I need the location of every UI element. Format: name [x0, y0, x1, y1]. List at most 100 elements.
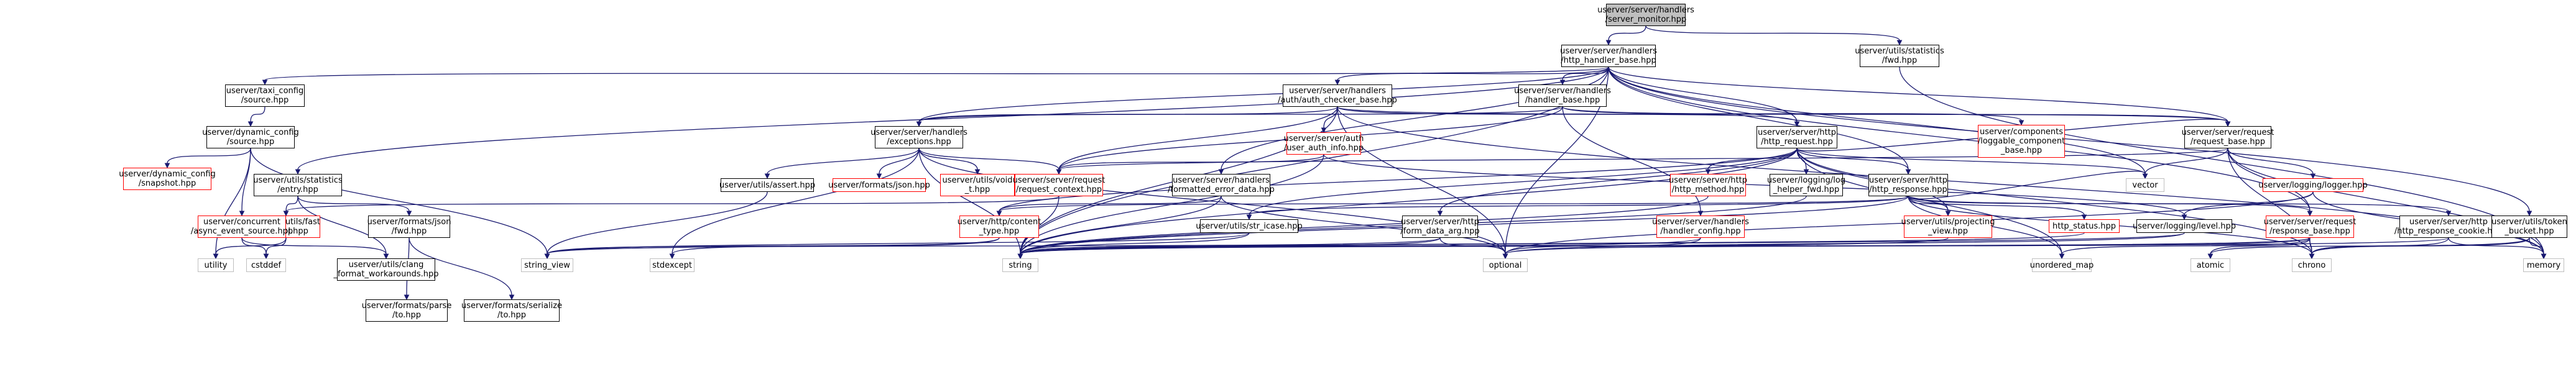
edge-token_bucket-to-atomic: [2210, 237, 2530, 255]
node-label: userver/server/handlers /exceptions.hpp: [870, 128, 967, 147]
edge-http_handler_base-to-exceptions: [918, 66, 1609, 122]
edge-http_response-to-http_status: [1908, 196, 2085, 216]
node-http-request[interactable]: userver/server/http /http_request.hpp: [1757, 126, 1837, 148]
edge-arrowhead: [974, 169, 981, 175]
edge-dyn_source-to-string_view: [250, 148, 548, 255]
node-handler-base[interactable]: userver/server/handlers /handler_base.hp…: [1514, 84, 1611, 107]
node-label: unordered_map: [2029, 260, 2094, 270]
edge-exceptions-to-stdexcept: [672, 148, 920, 255]
node-http-response[interactable]: userver/server/http /http_response.hpp: [1868, 174, 1948, 196]
node-fwd[interactable]: userver/utils/statistics /fwd.hpp: [1855, 45, 1944, 67]
node-stat-entry[interactable]: userver/utils/statistics /entry.hpp: [253, 174, 343, 196]
node-label: userver/server/http /http_response_cooki…: [2394, 217, 2503, 236]
node-root: userver/server/handlers /server_monitor.…: [1597, 4, 1694, 26]
edge-handler_base-to-exceptions: [918, 106, 1563, 122]
edge-http_handler_base-to-handler_base: [1562, 66, 1609, 81]
edge-http_request-to-str_icase: [1249, 148, 1798, 216]
node-vector: vector: [2126, 178, 2164, 192]
node-label: userver/server/handlers /handler_base.hp…: [1514, 86, 1611, 105]
node-exceptions[interactable]: userver/server/handlers /exceptions.hpp: [870, 126, 967, 148]
edge-arrowhead: [544, 253, 550, 260]
node-log-level[interactable]: userver/logging/level.hpp: [2133, 219, 2236, 233]
node-form-data-arg[interactable]: userver/server/http /form_data_arg.hpp: [1400, 216, 1480, 238]
node-token-bucket[interactable]: userver/utils/token _bucket.hpp: [2491, 216, 2567, 238]
node-label: vector: [2132, 180, 2158, 190]
node-formatted-error[interactable]: userver/server/handlers /formatted_error…: [1168, 174, 1275, 196]
node-label: userver/formats/parse /to.hpp: [361, 301, 452, 320]
node-label: userver/server/http /http_method.hpp: [1669, 176, 1747, 194]
edge-arrowhead: [2181, 214, 2187, 220]
node-async-event-source: userver/concurrent /async_event_source.h…: [191, 216, 293, 238]
node-content-type: userver/http/content _type.hpp: [958, 216, 1041, 238]
edge-http_response-to-response_cookie: [1908, 196, 2449, 212]
edge-arrowhead: [1803, 169, 1809, 175]
node-stdexcept: stdexcept: [650, 258, 695, 272]
edge-arrowhead: [2207, 253, 2214, 260]
node-user-auth-info: userver/server/auth /user_auth_info.hpp: [1284, 132, 1364, 155]
edge-http_request-to-content_type: [999, 148, 1798, 212]
node-label: userver/server/handlers /server_monitor.…: [1597, 6, 1694, 24]
edge-arrowhead: [2309, 253, 2315, 260]
edge-arrowhead: [262, 79, 268, 86]
edge-stat_entry-to-fast_pimpl: [285, 196, 298, 212]
edge-utils_assert-to-string_view: [547, 191, 768, 255]
edge-form_data_arg-to-string_view: [547, 237, 1441, 255]
edge-arrowhead: [164, 163, 170, 169]
edge-request_base-to-request_context: [1058, 148, 2228, 170]
edge-arrowhead: [283, 211, 289, 217]
node-clang-fmt[interactable]: userver/utils/clang _format_workarounds.…: [334, 258, 438, 281]
node-dyn-source[interactable]: userver/dynamic_config /source.hpp: [202, 126, 299, 148]
node-http-handler-base[interactable]: userver/server/handlers /http_handler_ba…: [1560, 45, 1657, 67]
node-chrono: chrono: [2292, 258, 2332, 272]
node-utils-assert[interactable]: userver/utils/assert.hpp: [719, 178, 815, 192]
node-label: userver/utils/void _t.hpp: [942, 176, 1013, 194]
node-label: userver/concurrent /async_event_source.h…: [190, 217, 293, 236]
node-label: userver/dynamic_config /snapshot.hpp: [119, 170, 216, 188]
node-formats-parse[interactable]: userver/formats/parse /to.hpp: [362, 299, 451, 322]
node-auth-checker-base[interactable]: userver/server/handlers /auth/auth_check…: [1278, 84, 1397, 107]
edge-http_request-to-http_response: [1796, 148, 1909, 170]
edge-exceptions-to-request_context: [918, 148, 1059, 170]
edge-http_handler_base-to-taxi_source: [264, 66, 1609, 81]
node-label: userver/taxi_config /source.hpp: [226, 86, 304, 105]
node-log-helper-fwd[interactable]: userver/logging/log _helper_fwd.hpp: [1767, 174, 1845, 196]
node-response-base: userver/server/request /response_base.hp…: [2264, 216, 2356, 238]
node-json-fwd[interactable]: userver/formats/json /fwd.hpp: [367, 216, 451, 238]
node-label: userver/utils/clang _format_workarounds.…: [333, 260, 439, 279]
node-http-status: http_status.hpp: [2049, 219, 2120, 233]
edge-exceptions-to-void_t: [918, 148, 978, 170]
node-label: userver/server/request /request_context.…: [1012, 176, 1106, 194]
edge-arrowhead: [1334, 79, 1341, 86]
edge-response_cookie-to-memory: [2448, 237, 2544, 255]
node-label: optional: [1489, 260, 1522, 270]
node-taxi-source[interactable]: userver/taxi_config /source.hpp: [225, 84, 305, 107]
node-string-view: string_view: [521, 258, 573, 272]
edge-arrowhead: [1896, 40, 1903, 46]
node-label: userver/utils/statistics /fwd.hpp: [1855, 47, 1944, 65]
edge-formatted_error-to-content_type: [999, 196, 1222, 212]
node-formats-serialize[interactable]: userver/formats/serialize /to.hpp: [461, 299, 562, 322]
edge-dyn_source-to-utility: [215, 148, 251, 255]
node-http-method: userver/server/http /http_method.hpp: [1669, 174, 1747, 196]
node-response-cookie[interactable]: userver/server/http /http_response_cooki…: [2394, 216, 2503, 238]
node-label: string: [1009, 260, 1032, 270]
edge-dyn_source-to-async_event_source: [241, 148, 251, 212]
edge-stat_entry-to-clang_fmt: [297, 196, 387, 255]
edge-arrowhead: [764, 173, 770, 179]
edge-handler_base-to-loggable_component: [1562, 106, 2022, 121]
node-optional: optional: [1483, 258, 1528, 272]
edge-arrowhead: [1437, 211, 1443, 217]
node-utility: utility: [198, 258, 234, 272]
edge-response_base-to-unordered_map: [2061, 237, 2311, 255]
node-label: userver/utils/statistics /entry.hpp: [253, 176, 343, 194]
node-label: userver/dynamic_config /source.hpp: [202, 128, 299, 147]
edge-arrowhead: [239, 211, 245, 217]
node-projecting-view: userver/utils/projecting _view.hpp: [1901, 216, 1995, 238]
node-str-icase[interactable]: userver/utils/str_icase.hpp: [1196, 219, 1303, 233]
edge-arrowhead: [2081, 214, 2087, 220]
node-snapshot: userver/dynamic_config /snapshot.hpp: [119, 168, 216, 190]
node-request-base[interactable]: userver/server/request /request_base.hpp: [2182, 126, 2274, 148]
edge-http_response-to-vector: [1908, 171, 2146, 199]
edge-arrowhead: [1794, 121, 1800, 127]
edge-stat_entry-to-json_fwd: [297, 196, 410, 212]
